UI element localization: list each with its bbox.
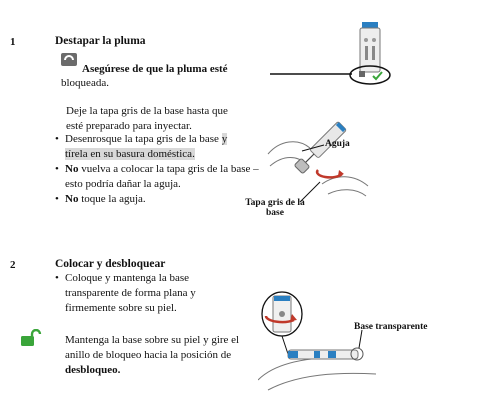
step-number-1: 1 [10, 36, 16, 48]
lock-note-bold: Asegúrese de que la pluma esté [82, 63, 228, 75]
bullet-place-base: Coloque y mantenga la base transparente … [55, 271, 215, 316]
bullet-unscrew: Desenrosque la tapa gris de la base ytír… [55, 132, 260, 162]
step1-intro: Deje la tapa gris de la base hasta que e… [66, 105, 228, 132]
step2-paragraph: Mantenga la base sobre su piel y gire el… [65, 334, 240, 376]
lock-closed-icon [60, 52, 78, 67]
lock-open-icon [20, 328, 42, 347]
step-title-2: Colocar y desbloquear [55, 258, 166, 270]
step2-bullets: Coloque y mantenga la base transparente … [55, 271, 215, 316]
bullet-no-recap: No vuelva a colocar la tapa gris de la b… [55, 162, 260, 192]
bullet-no-touch: No toque la aguja. [55, 192, 260, 207]
step1-bullets: Desenrosque la tapa gris de la base ytír… [55, 132, 260, 207]
unlock-illustration [257, 290, 378, 395]
remove-cap-illustration [262, 114, 374, 200]
label-transparent-base: Base transparente [354, 322, 428, 332]
pen-lock-illustration [270, 18, 410, 90]
label-cap: Tapa gris de la base [245, 198, 305, 218]
step-title-1: Destapar la pluma [55, 35, 146, 47]
needle-leader-line [301, 144, 325, 152]
lock-note-rest: bloqueada. [61, 77, 109, 89]
cap-leader-line [299, 181, 321, 203]
label-needle: Aguja [325, 139, 350, 149]
step-number-2: 2 [10, 259, 16, 271]
